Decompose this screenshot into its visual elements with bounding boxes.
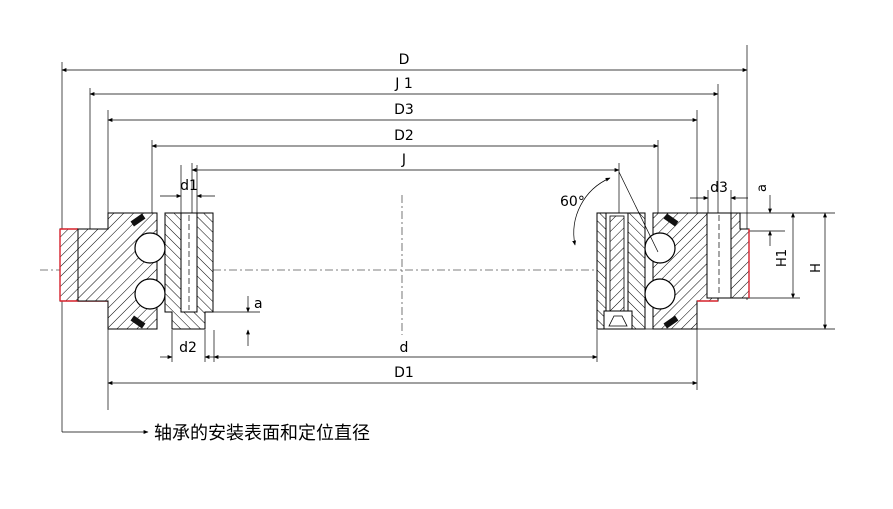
label-d3: d3 — [710, 180, 728, 196]
label-a-top: a — [755, 184, 770, 192]
label-D2: D2 — [394, 128, 414, 144]
caption: 轴承的安装表面和定位直径 — [154, 423, 370, 444]
label-angle: 60° — [560, 194, 585, 210]
label-d: d — [400, 340, 409, 356]
center-lines — [40, 195, 640, 335]
label-J: J — [401, 152, 406, 168]
angle-indicator — [572, 171, 659, 253]
bearing-section-right — [596, 212, 750, 330]
label-D: D — [399, 52, 410, 68]
label-d2: d2 — [179, 340, 197, 356]
label-d1: d1 — [180, 178, 198, 194]
label-H: H — [809, 263, 824, 273]
bearing-section-left — [77, 212, 214, 330]
label-J1: J 1 — [394, 76, 413, 92]
label-H1: H1 — [775, 249, 790, 267]
dimension-lines — [61, 68, 748, 385]
label-D1: D1 — [394, 365, 414, 381]
label-D3: D3 — [394, 102, 414, 118]
label-a-mid: a — [254, 296, 263, 312]
